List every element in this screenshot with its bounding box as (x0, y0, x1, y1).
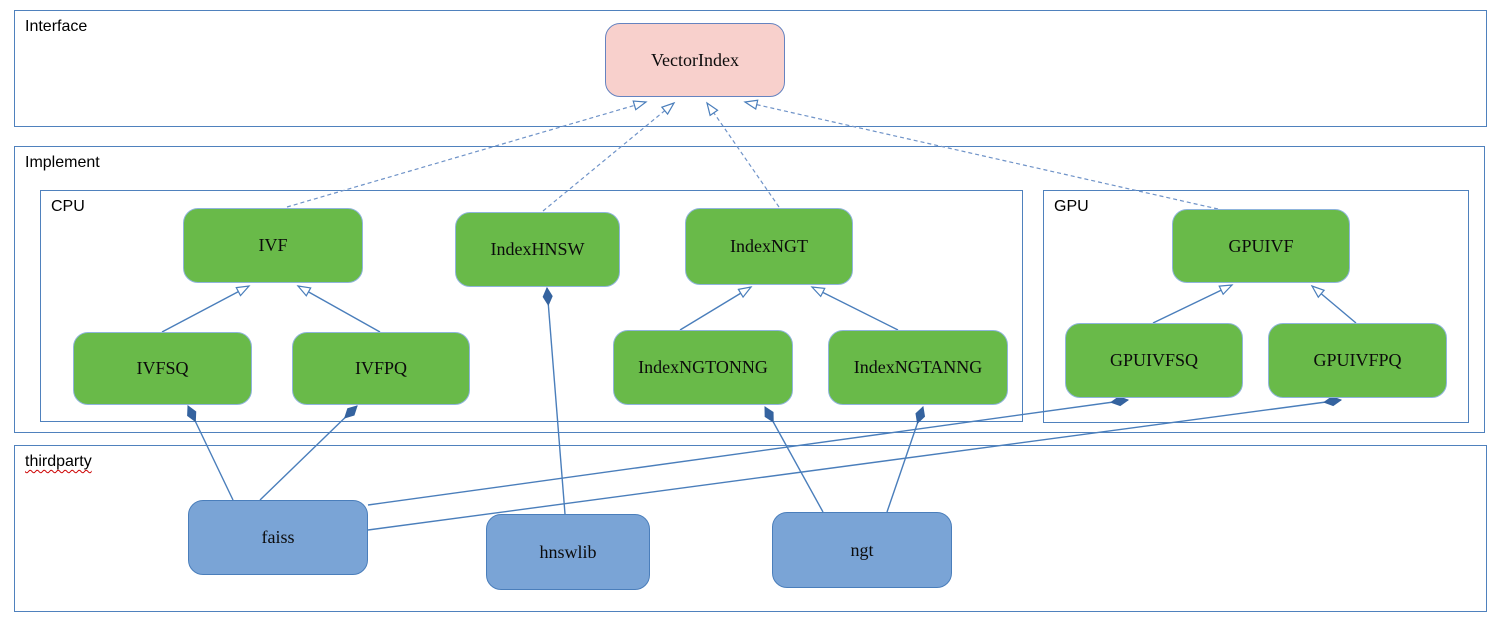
node-indexngt-label: IndexNGT (730, 236, 808, 256)
node-ivf-label: IVF (258, 235, 288, 255)
container-interface-label: Interface (25, 18, 88, 35)
node-indexngtanng-label: IndexNGTANNG (853, 357, 983, 377)
node-faiss: faiss (188, 500, 368, 575)
node-hnswlib-label: hnswlib (539, 541, 597, 562)
node-gpuivf-label: GPUIVF (1228, 235, 1294, 256)
node-gpuivfpq: GPUIVFPQ (1268, 323, 1447, 398)
node-ngt: ngt (772, 512, 952, 588)
node-faiss-label: faiss (261, 527, 295, 547)
node-ivfsq: IVFSQ (73, 332, 252, 405)
container-cpu-label: CPU (51, 198, 85, 215)
node-gpuivfsq-label: GPUIVFSQ (1109, 350, 1199, 370)
node-indexhnsw: IndexHNSW (455, 212, 620, 287)
node-indexhnsw-label: IndexHNSW (490, 239, 585, 259)
container-thirdparty-label: thirdparty (25, 453, 92, 470)
node-vectorindex-label: VectorIndex (651, 49, 739, 70)
node-gpuivf: GPUIVF (1172, 209, 1350, 283)
node-ivfpq-label: IVFPQ (354, 358, 407, 378)
node-hnswlib: hnswlib (486, 514, 650, 590)
node-ivfsq-label: IVFSQ (136, 358, 189, 378)
container-gpu-label: GPU (1054, 198, 1089, 215)
node-indexngtanng: IndexNGTANNG (828, 330, 1008, 405)
node-indexngtonng-label: IndexNGTONNG (638, 357, 768, 377)
container-implement-label: Implement (25, 154, 100, 171)
node-ivfpq: IVFPQ (292, 332, 470, 405)
node-indexngtonng: IndexNGTONNG (613, 330, 793, 405)
node-gpuivfsq: GPUIVFSQ (1065, 323, 1243, 398)
node-ngt-label: ngt (850, 539, 874, 560)
node-indexngt: IndexNGT (685, 208, 853, 285)
node-ivf: IVF (183, 208, 363, 283)
node-gpuivfpq-label: GPUIVFPQ (1313, 350, 1402, 370)
node-vectorindex: VectorIndex (605, 23, 785, 97)
